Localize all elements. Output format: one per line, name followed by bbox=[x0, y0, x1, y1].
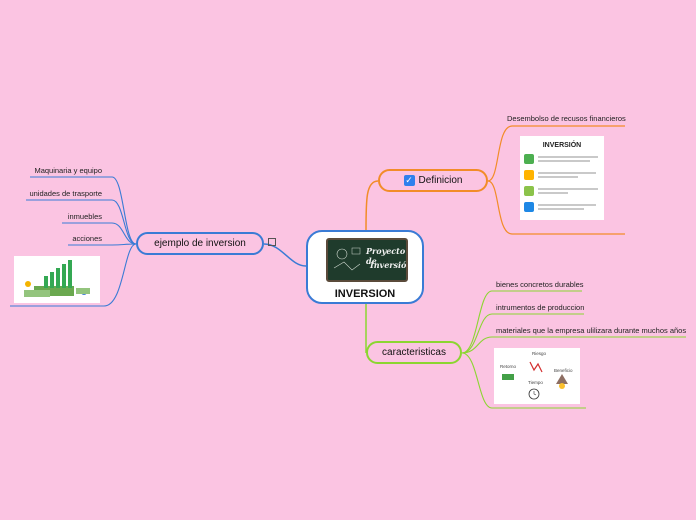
info-row bbox=[524, 202, 602, 214]
branch-definicion[interactable]: ✓ Definicion bbox=[378, 169, 488, 192]
card-label-beneficio: Beneficio bbox=[554, 368, 573, 373]
money-icon bbox=[524, 154, 534, 164]
leaf-maquinaria[interactable]: Maquinaria y equipo bbox=[34, 166, 102, 175]
central-title: INVERSION bbox=[334, 288, 396, 300]
branch-definicion-label: Definicion bbox=[418, 175, 463, 186]
card-label-tiempo: Tiempo bbox=[528, 380, 543, 385]
chart-icon bbox=[524, 186, 534, 196]
leaf-unidades[interactable]: unidades de trasporte bbox=[29, 189, 102, 198]
branch-caracteristicas-label: caracteristicas bbox=[382, 347, 446, 358]
chart-icon bbox=[24, 260, 90, 297]
card-label-retorno: Retorno bbox=[500, 364, 517, 369]
board-text-line2: Inversión bbox=[370, 260, 408, 270]
chalk-doodles bbox=[333, 247, 361, 271]
leaf-materiales[interactable]: materiales que la empresa ulilizara dura… bbox=[496, 326, 687, 335]
info-card-title: INVERSIÓN bbox=[542, 142, 582, 149]
characteristics-image: Riesgo Retorno Beneficio Tiempo bbox=[494, 348, 580, 404]
leaf-inmuebles[interactable]: inmuebles bbox=[67, 212, 102, 221]
branch-caracteristicas[interactable]: caracteristicas bbox=[366, 341, 462, 364]
leaf-instrumentos[interactable]: intrumentos de produccion bbox=[496, 303, 585, 312]
leaf-desembolso[interactable]: Desembolso de recusos financieros bbox=[507, 114, 626, 123]
investment-growth-image bbox=[14, 256, 100, 303]
info-row bbox=[524, 154, 602, 166]
coin-icon bbox=[524, 170, 534, 180]
info-row bbox=[524, 170, 602, 182]
network-icon bbox=[524, 202, 534, 212]
info-row bbox=[524, 186, 602, 198]
board-text-line1: Proyecto de bbox=[366, 246, 406, 266]
branch-ejemplo-label: ejemplo de inversion bbox=[154, 238, 246, 249]
external-link-icon[interactable] bbox=[268, 238, 276, 246]
card-label-riesgo: Riesgo bbox=[532, 351, 547, 356]
chalkboard-image: Proyecto de Inversión bbox=[326, 238, 408, 282]
central-topic[interactable]: Proyecto de Inversión INVERSION bbox=[306, 230, 424, 304]
checkbox-icon: ✓ bbox=[403, 175, 415, 186]
branch-ejemplo[interactable]: ejemplo de inversion bbox=[136, 232, 264, 255]
characteristics-icons bbox=[502, 361, 568, 400]
leaf-acciones[interactable]: acciones bbox=[72, 234, 102, 243]
inversion-info-card: INVERSIÓN bbox=[520, 136, 604, 220]
leaf-bienes[interactable]: bienes concretos durables bbox=[496, 280, 584, 289]
